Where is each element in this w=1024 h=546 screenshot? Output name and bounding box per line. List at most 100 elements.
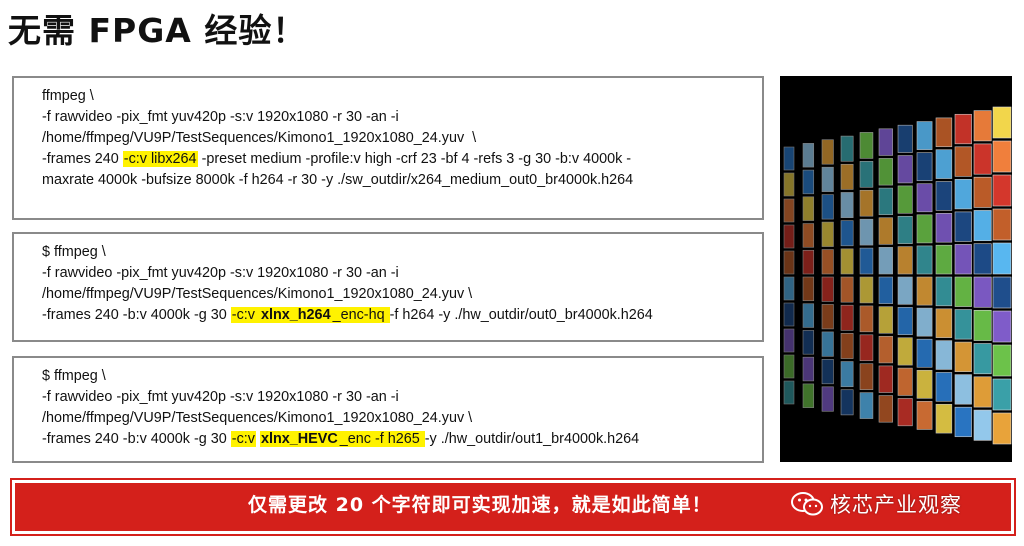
code-line: /home/ffmpeg/VU9P/TestSequences/Kimono1_…: [42, 128, 762, 149]
video-tile: [954, 211, 972, 242]
video-tile: [859, 218, 874, 246]
video-tile: [897, 367, 913, 396]
video-tile: [840, 276, 854, 303]
wechat-icon: [791, 492, 823, 516]
video-tile: [897, 246, 913, 275]
summary-banner: 仅需更改 20 个字符即可实现加速，就是如此简单！: [10, 478, 1016, 536]
video-tile: [992, 378, 1012, 411]
video-tile: [802, 249, 815, 275]
video-tile: [783, 302, 795, 327]
video-tile: [840, 304, 854, 331]
video-tile: [840, 248, 854, 275]
video-tile: [992, 344, 1012, 377]
video-tile: [897, 185, 913, 214]
video-wall-graphic: [783, 106, 1012, 445]
video-tile: [802, 169, 815, 195]
highlighted-parameter: _enc -f h265: [338, 431, 425, 447]
video-tile: [897, 398, 913, 427]
video-tile: [954, 146, 972, 177]
code-segment: -f rawvideo -pix_fmt yuv420p -s:v 1920x1…: [42, 109, 399, 125]
video-tile: [878, 276, 893, 304]
video-tile: [802, 143, 815, 168]
video-tile: [954, 341, 972, 372]
code-segment: /home/ffmpeg/VU9P/TestSequences/Kimono1_…: [42, 286, 473, 302]
highlighted-parameter: _enc-hq: [331, 307, 390, 323]
code-segment: -f h264 -y ./hw_outdir/out0_br4000k.h264: [389, 307, 653, 323]
video-tile: [973, 143, 992, 175]
video-tile: [973, 210, 992, 242]
code-line: maxrate 4000k -bufsize 8000k -f h264 -r …: [42, 170, 762, 191]
video-tile: [802, 223, 815, 248]
video-tile: [783, 224, 795, 249]
video-tile: [802, 276, 815, 302]
video-tile: [821, 359, 834, 385]
code-line: -frames 240 -c:v libx264 -preset medium …: [42, 149, 762, 170]
video-tile: [916, 338, 933, 368]
watermark-text: 核芯产业观察: [830, 493, 962, 517]
video-tile: [878, 128, 893, 156]
code-block-h264-hw: $ ffmpeg \-f rawvideo -pix_fmt yuv420p -…: [12, 232, 764, 342]
video-tile: [954, 276, 972, 307]
video-tile: [802, 356, 815, 382]
video-tile: [802, 330, 815, 355]
video-tile: [992, 106, 1012, 139]
video-tile: [840, 361, 854, 388]
code-segment: /home/ffmpeg/VU9P/TestSequences/Kimono1_…: [42, 410, 473, 426]
code-segment: ffmpeg \: [42, 88, 94, 104]
code-line: /home/ffmpeg/VU9P/TestSequences/Kimono1_…: [42, 408, 762, 429]
video-tile: [916, 369, 933, 399]
video-tile: [992, 412, 1012, 445]
video-tile: [973, 376, 992, 408]
video-tile: [878, 335, 893, 364]
video-tile: [916, 183, 933, 213]
code-line: -f rawvideo -pix_fmt yuv420p -s:v 1920x1…: [42, 263, 762, 284]
video-tile: [973, 176, 992, 208]
video-tile: [821, 276, 834, 302]
code-line: /home/ffmpeg/VU9P/TestSequences/Kimono1_…: [42, 284, 762, 305]
video-tile: [840, 135, 854, 162]
video-tile: [802, 383, 815, 408]
video-tile: [954, 374, 972, 405]
video-tile: [897, 276, 913, 305]
highlighted-parameter: -c:v: [230, 431, 256, 447]
video-tile: [935, 372, 953, 402]
video-tile: [992, 140, 1012, 173]
video-wall-image: [780, 76, 1012, 462]
video-tile: [954, 113, 972, 145]
video-tile: [840, 333, 854, 359]
video-tile: [992, 310, 1012, 343]
code-line: -frames 240 -b:v 4000k -g 30 -c:v xlnx_h…: [42, 305, 762, 326]
video-tile: [935, 149, 953, 179]
video-tile: [783, 250, 795, 275]
code-block-hevc-hw: $ ffmpeg \-f rawvideo -pix_fmt yuv420p -…: [12, 356, 764, 463]
video-tile: [973, 276, 992, 308]
video-tile: [840, 220, 854, 247]
video-tile: [954, 309, 972, 340]
banner-fill: [15, 483, 1011, 531]
code-line: $ ffmpeg \: [42, 366, 762, 387]
highlighted-parameter: xlnx_HEVC: [259, 431, 339, 447]
video-tile: [821, 166, 834, 192]
highlighted-parameter: -c:v: [230, 307, 260, 323]
video-tile: [783, 276, 795, 301]
code-segment: -f rawvideo -pix_fmt yuv420p -s:v 1920x1…: [42, 265, 399, 281]
video-tile: [859, 132, 874, 159]
video-tile: [916, 214, 933, 244]
video-tile: [916, 276, 933, 306]
video-tile: [878, 217, 893, 245]
video-tile: [916, 245, 933, 275]
code-segment: $ ffmpeg \: [42, 368, 106, 384]
code-block-x264: ffmpeg \ -f rawvideo -pix_fmt yuv420p -s:…: [12, 76, 764, 220]
video-tile: [916, 121, 933, 150]
video-tile: [783, 172, 795, 197]
code-line: -frames 240 -b:v 4000k -g 30 -c:v xlnx_H…: [42, 429, 762, 450]
video-tile: [935, 403, 953, 434]
video-tile: [973, 110, 992, 142]
code-segment: /home/ffmpeg/VU9P/TestSequences/Kimono1_…: [42, 130, 477, 146]
code-line: ffmpeg \: [42, 86, 762, 107]
video-tile: [992, 276, 1012, 309]
video-tile: [821, 194, 834, 220]
video-tile: [878, 158, 893, 186]
video-tile: [878, 306, 893, 334]
video-tile: [821, 331, 834, 357]
